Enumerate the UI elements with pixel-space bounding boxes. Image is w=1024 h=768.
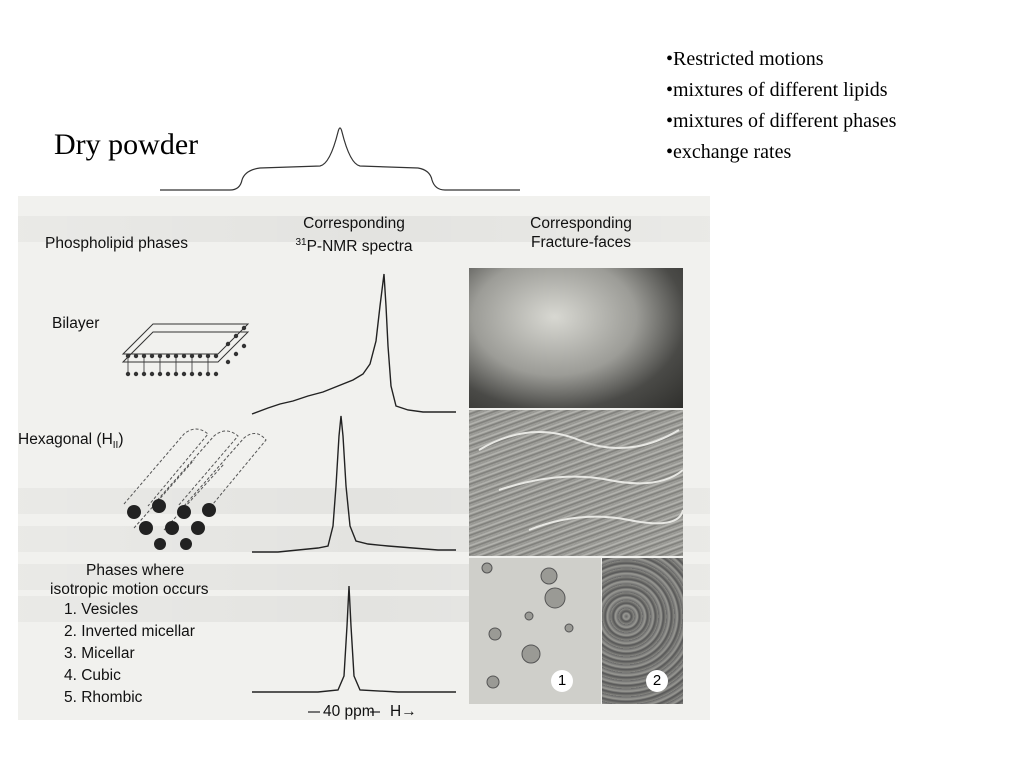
hexagonal-illustration [123,428,267,550]
background-texture [18,216,710,242]
isotropic-item-inverted-micellar: 2. Inverted micellar [64,623,195,640]
col2-header-line2: 31P-NMR spectra [264,233,444,256]
bullet-mixtures-lipids: •mixtures of different lipids [666,79,888,101]
col2-header-line1: Corresponding [303,215,405,232]
fracture-face-vesicles: 1 [469,558,601,704]
hexagonal-ridges [478,429,683,531]
fracture-face-micellar: 2 [602,558,683,704]
isotropic-spectrum [252,585,456,693]
powder-spectrum-curve [160,127,520,191]
fracture-face-hexagonal [469,410,683,556]
scale-label: 40 ppm [323,703,375,720]
bullet-mixtures-phases: •mixtures of different phases [666,110,897,132]
hexagonal-label-text: Hexagonal (H [18,431,113,448]
bilayer-spectrum [251,273,456,415]
panel-number-2: 2 [646,670,668,692]
slide-title: Dry powder [54,128,199,161]
nmr-spectra [251,273,456,713]
isotropic-heading-line1: Phases where [86,562,185,579]
vesicle-spheres [481,562,574,689]
col2-header: Corresponding 31P-NMR spectra [264,214,444,256]
bilayer-label: Bilayer [52,315,100,332]
isotropic-item-rhombic: 5. Rhombic [64,689,143,706]
bullet-list: •Restricted motions •mixtures of differe… [666,44,896,168]
bullet-exchange-rates: •exchange rates [666,141,792,163]
col3-header-line1: Corresponding [530,215,632,232]
panel-number-1: 1 [551,670,573,692]
isotropic-heading-line2: isotropic motion occurs [50,581,209,598]
isotropic-item-vesicles: 1. Vesicles [64,601,139,618]
isotropic-item-micellar: 3. Micellar [64,645,135,662]
col2-header-line2-text: P-NMR spectra [306,238,413,256]
isotropic-item-cubic: 4. Cubic [64,667,121,684]
col3-header: Corresponding Fracture-faces [496,214,666,252]
hexagonal-label: Hexagonal (HII) [18,430,124,455]
col1-header: Phospholipid phases [45,235,189,252]
phase-figure: Phospholipid phases Corresponding 31P-NM… [18,196,710,720]
bullet-restricted-motions: •Restricted motions [666,48,824,70]
hexagonal-spectrum [252,415,456,553]
col3-header-line2: Fracture-faces [531,234,631,251]
hexagonal-subscript: II [112,440,119,452]
bilayer-illustration [121,323,250,377]
axis-label: H→ [390,703,417,720]
isotope-superscript: 31 [295,237,307,248]
hexagonal-label-close: ) [118,431,124,448]
fracture-face-bilayer [469,268,683,408]
